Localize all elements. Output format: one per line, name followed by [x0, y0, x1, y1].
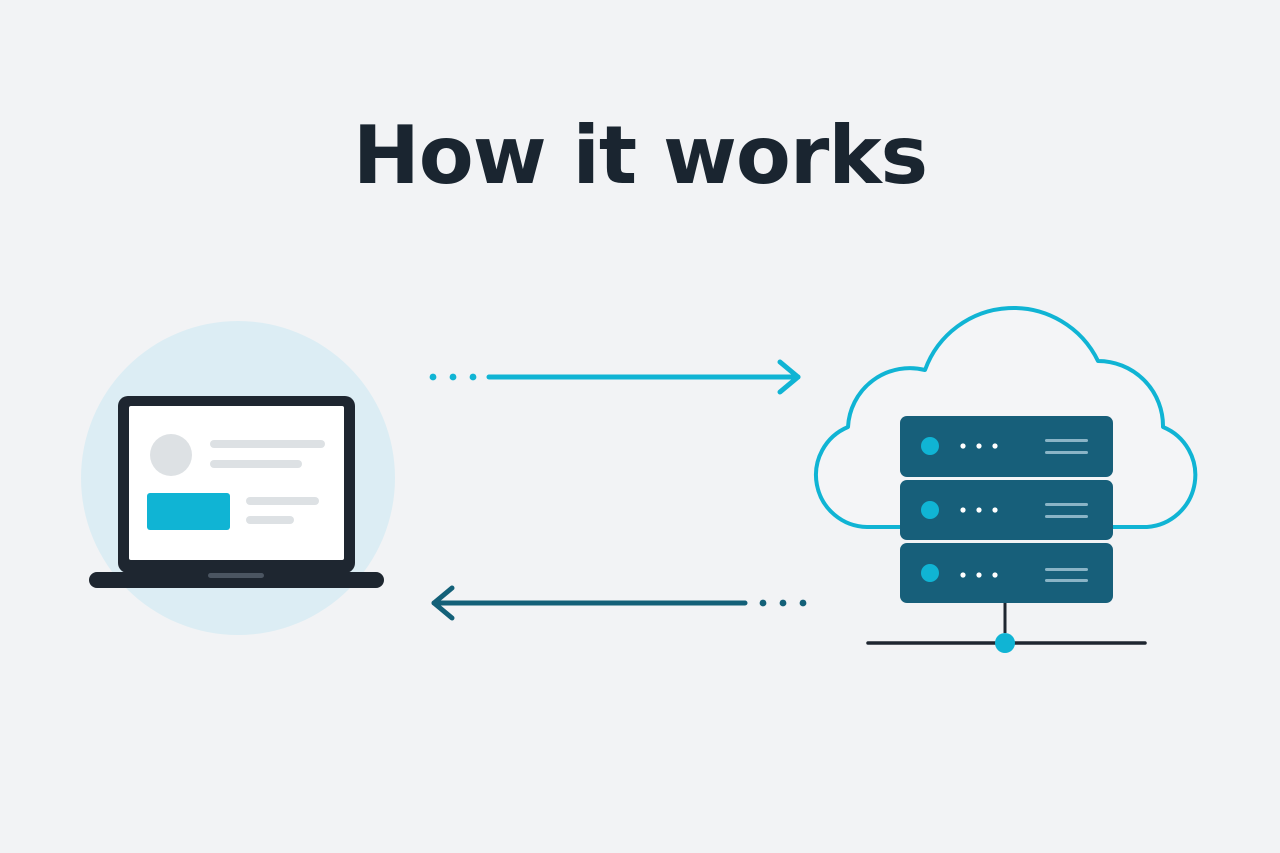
server-dot	[992, 443, 998, 449]
flow-dot	[429, 373, 437, 381]
server-vent-line	[1045, 579, 1088, 582]
flow-dot	[759, 599, 767, 607]
text-line-placeholder	[210, 440, 325, 448]
request-arrow	[429, 359, 801, 395]
flow-dot	[449, 373, 457, 381]
server-status-light	[921, 501, 939, 519]
server-unit	[900, 416, 1113, 477]
server-unit-body	[900, 416, 1113, 477]
client-laptop	[81, 321, 395, 635]
flow-dot	[779, 599, 787, 607]
server-stack-icon	[900, 416, 1113, 603]
server-vent-line	[1045, 503, 1088, 506]
network-node-icon	[866, 603, 1147, 653]
laptop-icon	[89, 396, 384, 588]
server-dot	[960, 507, 966, 513]
avatar-placeholder	[150, 434, 192, 476]
laptop-base	[89, 572, 384, 588]
server-dot	[960, 443, 966, 449]
flow-dot	[469, 373, 477, 381]
response-arrow	[431, 585, 807, 621]
server-dot	[976, 507, 982, 513]
flow-dot	[799, 599, 807, 607]
network-node	[995, 633, 1015, 653]
server-status-light	[921, 564, 939, 582]
server-unit-body	[900, 480, 1113, 540]
server-vent-line	[1045, 568, 1088, 571]
server-status-light	[921, 437, 939, 455]
server-dot	[992, 572, 998, 578]
server-dot	[976, 572, 982, 578]
arrow-head-right-icon	[777, 359, 801, 395]
text-line-placeholder	[246, 516, 294, 524]
server-vent-line	[1045, 515, 1088, 518]
server-vent-line	[1045, 439, 1088, 442]
text-line-placeholder	[210, 460, 302, 468]
server-dot	[992, 507, 998, 513]
server-dot	[976, 443, 982, 449]
laptop-notch	[208, 573, 264, 578]
screen-content	[147, 434, 325, 530]
server-unit	[900, 480, 1113, 540]
button-placeholder	[147, 493, 230, 530]
text-line-placeholder	[246, 497, 319, 505]
server-dot	[960, 572, 966, 578]
page-title: How it works	[352, 109, 928, 202]
server-unit	[900, 543, 1113, 603]
server-unit-body	[900, 543, 1113, 603]
laptop-screen	[129, 406, 344, 560]
server-vent-line	[1045, 451, 1088, 454]
